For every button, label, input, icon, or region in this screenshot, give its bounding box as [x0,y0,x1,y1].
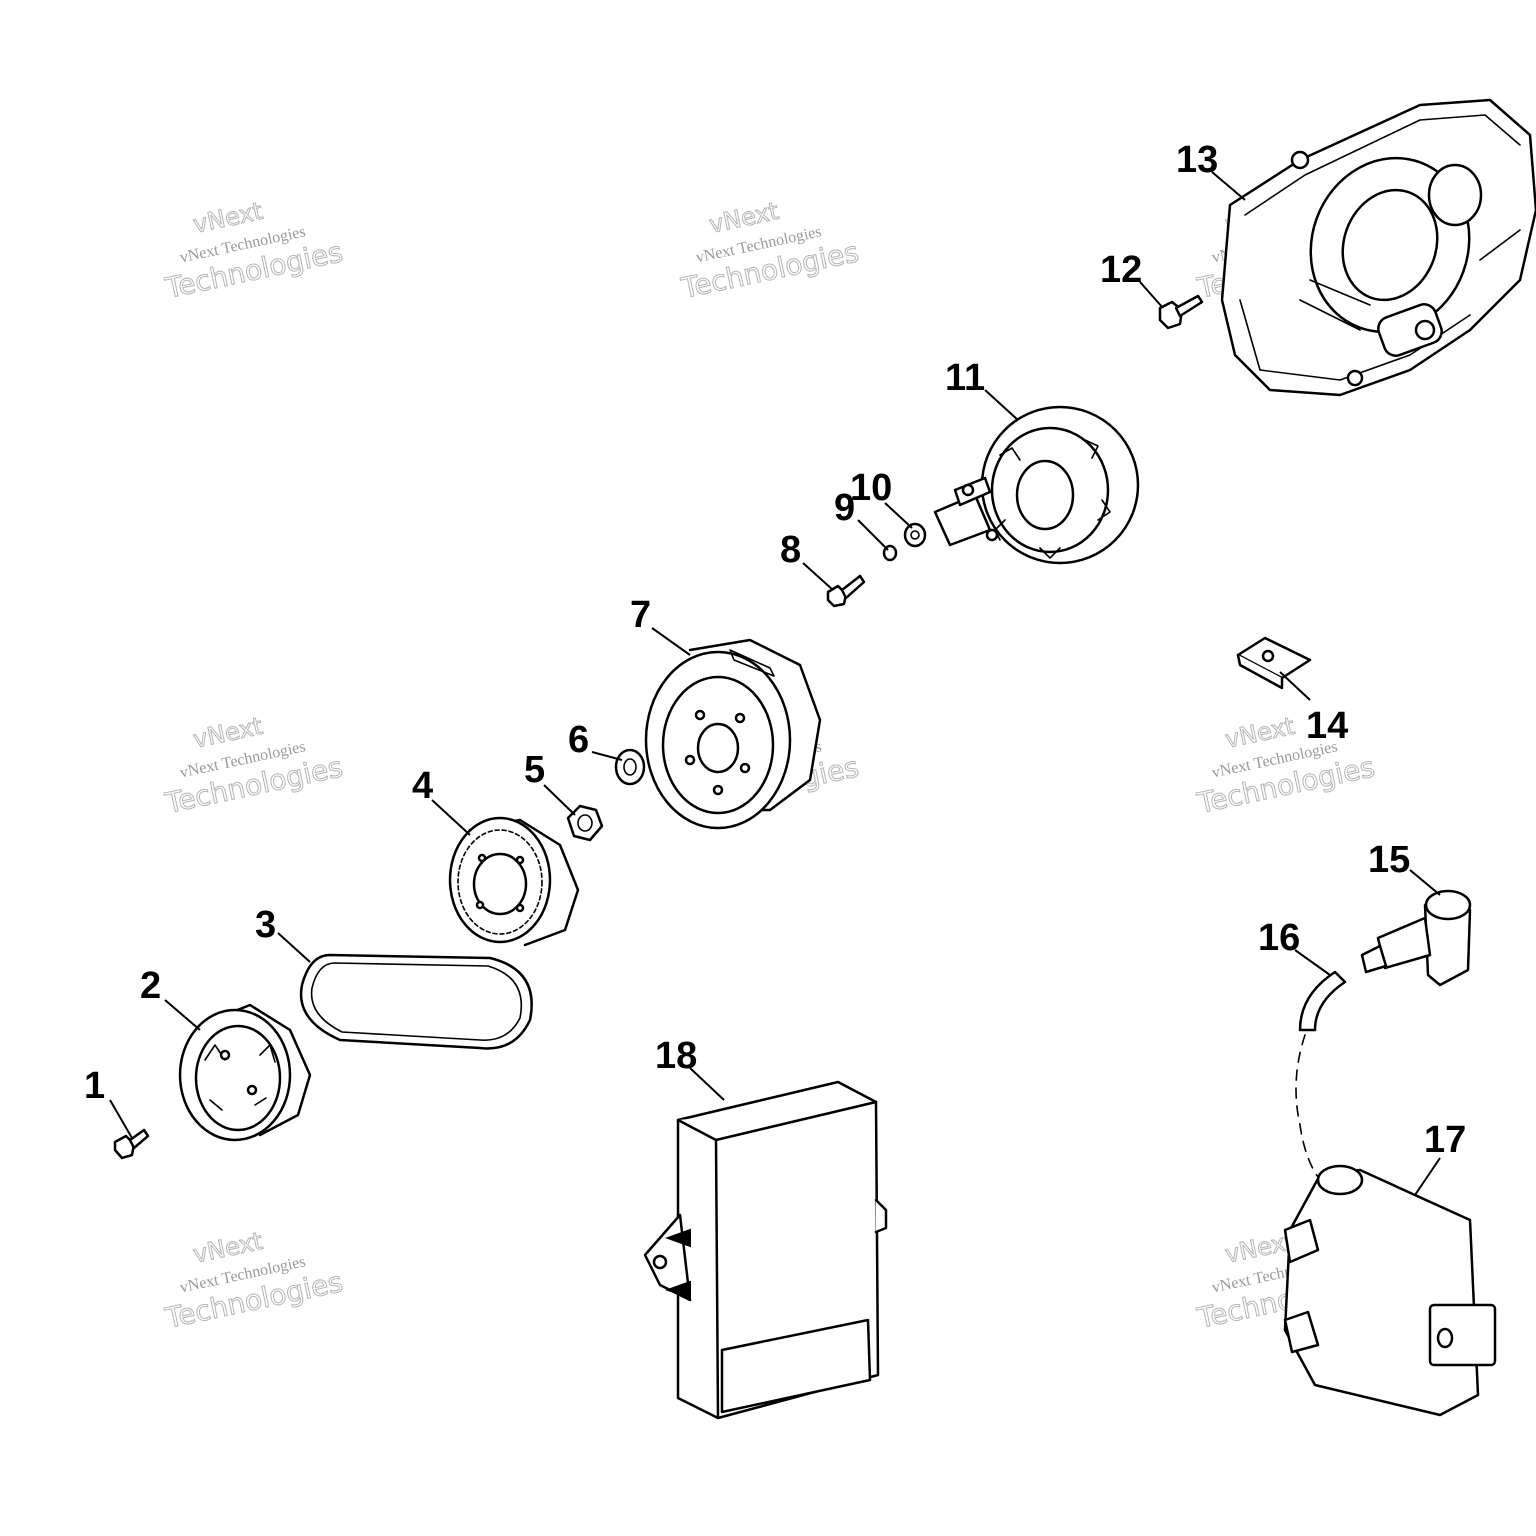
part-3-belt[interactable] [299,953,533,1050]
callout-5: 5 [524,749,545,791]
callout-2: 2 [140,965,161,1007]
part-7-flywheel[interactable] [644,638,822,830]
leader-lines [109,171,1441,1196]
callout-13: 13 [1176,139,1218,181]
watermark-top: vNext [191,712,265,754]
part-4-sprocket[interactable] [448,816,580,947]
part-12-bolt[interactable] [1158,294,1204,330]
watermark: vNext vNext Technologies Technologies [677,196,862,305]
callout-1: 1 [84,1065,105,1107]
callout-17: 17 [1424,1119,1466,1161]
part-15-spark-plug-cap[interactable] [1360,889,1472,987]
watermark: vNext vNext Technologies Technologies [161,196,346,305]
callout-3: 3 [255,904,276,946]
callout-14: 14 [1306,705,1348,747]
part-10-washer[interactable] [903,522,927,548]
callout-11: 11 [945,357,985,399]
watermark-top: vNext [191,197,265,239]
part-18-cdi-box[interactable] [643,1080,888,1420]
part-14-clip[interactable] [1236,636,1312,690]
callout-8: 8 [780,529,801,571]
watermark: vNext vNext Technologies Technologies [161,711,346,820]
callout-18: 18 [655,1035,697,1077]
part-8-screw[interactable] [826,574,866,608]
part-11-stator[interactable] [933,405,1140,565]
callout-10: 10 [850,467,892,509]
part-1-bolt[interactable] [113,1128,150,1160]
part-2-drum[interactable] [178,1003,312,1142]
callout-6: 6 [568,719,589,761]
callout-12: 12 [1100,249,1142,291]
callout-numbers: 1 2 3 4 5 6 7 8 9 10 11 12 13 14 15 16 1… [84,139,1466,1161]
watermark: vNext vNext Technologies Technologies [161,1226,346,1335]
part-17-ignition-coil[interactable] [1283,1164,1497,1417]
callout-16: 16 [1258,917,1300,959]
watermark-top: vNext [191,1227,265,1269]
callout-9: 9 [834,487,855,529]
part-5-nut[interactable] [566,804,604,842]
part-16-ignition-lead[interactable] [1295,970,1347,1181]
watermark-top: vNext [1223,712,1297,754]
part-6-washer[interactable] [614,748,646,786]
watermark-top: vNext [707,197,781,239]
callout-7: 7 [630,594,651,636]
callout-4: 4 [412,765,433,807]
watermark: vNext vNext Technologies Technologies [1193,711,1378,820]
part-13-housing[interactable] [1220,98,1536,397]
callout-15: 15 [1368,839,1410,881]
